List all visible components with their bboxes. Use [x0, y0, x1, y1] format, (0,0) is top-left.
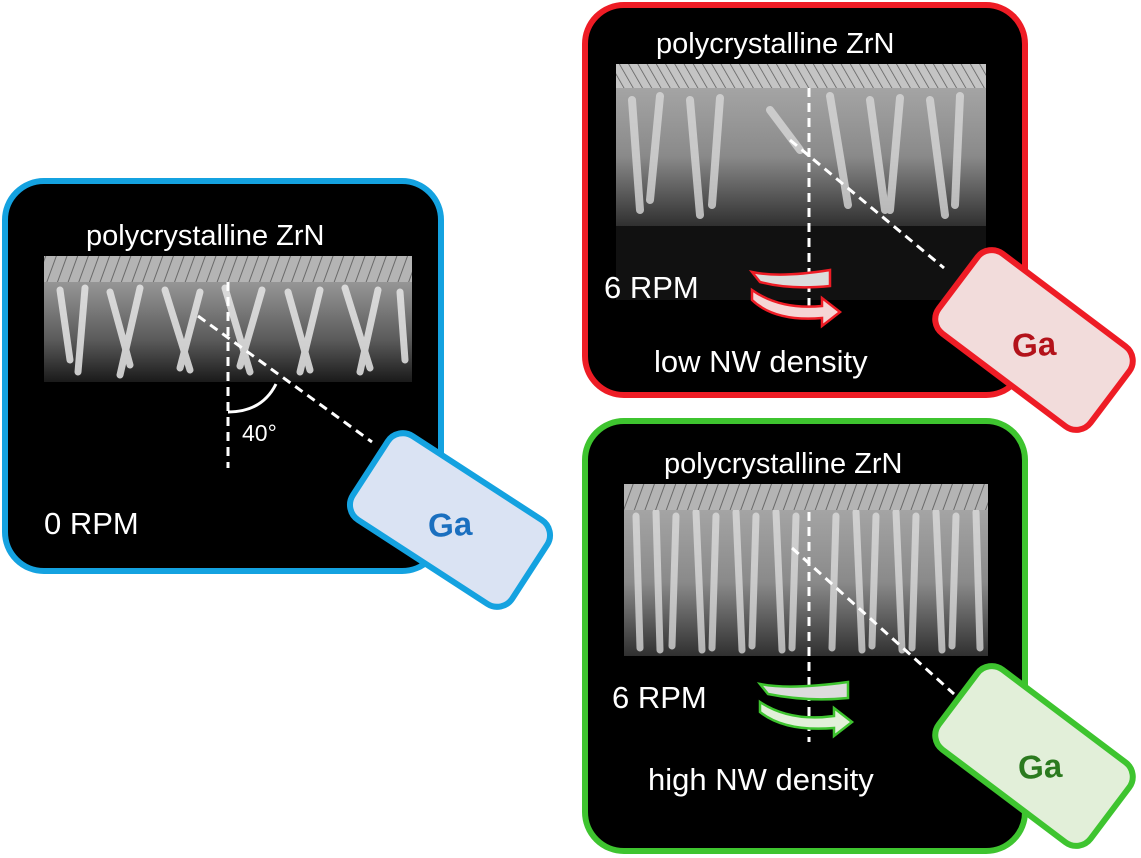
low-density-substrate-label: polycrystalline ZrN — [656, 28, 895, 60]
high-density-ga-label: Ga — [1017, 746, 1063, 787]
zero-rpm-ga-label: Ga — [427, 504, 473, 545]
low-density-rotation-arrow — [748, 268, 843, 329]
low-density-rpm-label: 6 RPM — [604, 270, 699, 305]
low-density-ga-source — [932, 247, 1136, 433]
high-density-label: high NW density — [648, 762, 874, 797]
low-density-label: low NW density — [654, 344, 868, 379]
high-density-rpm-label: 6 RPM — [612, 680, 707, 715]
angle-arc — [227, 383, 278, 414]
zero-rpm-flux-line — [197, 314, 373, 444]
low-density-ga-label: Ga — [1011, 324, 1057, 365]
high-density-flux-line — [790, 546, 956, 696]
zero-rpm-ga-source — [346, 430, 554, 610]
high-density-substrate-label: polycrystalline ZrN — [664, 448, 903, 480]
high-density-sem-image — [624, 484, 988, 656]
high-density-ga-source — [932, 663, 1136, 849]
low-density-flux-line — [789, 138, 945, 270]
zero-rpm-label: 0 RPM — [44, 506, 139, 541]
high-density-rotation-arrow — [756, 680, 855, 739]
zero-rpm-substrate-label: polycrystalline ZrN — [86, 220, 325, 252]
angle-label: 40° — [242, 420, 277, 446]
low-density-sem-image — [616, 64, 986, 300]
